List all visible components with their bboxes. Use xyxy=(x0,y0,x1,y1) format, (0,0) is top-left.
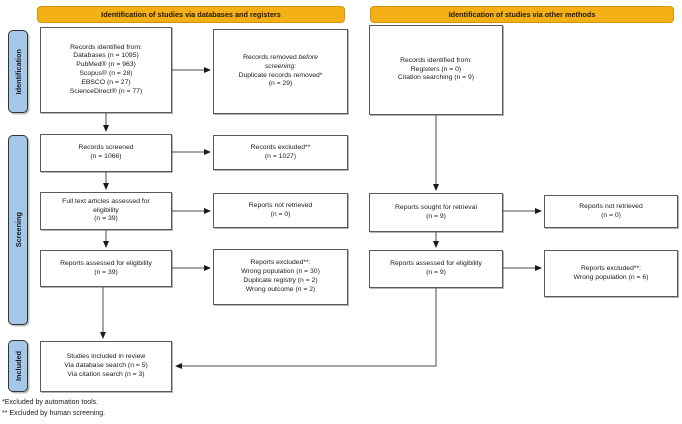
box-records-screened-text: Records screened (n = 1066) xyxy=(78,144,134,160)
box-records-excluded: Records excluded** (n = 1027) xyxy=(213,135,348,170)
box-reports-assessed-databases: Reports assessed for eligibility (n = 39… xyxy=(40,250,172,287)
stage-bar-screening: Screening xyxy=(8,135,28,325)
stage-bar-identification: Identification xyxy=(8,30,28,113)
records-removed-suffix: : Duplicate records removed* (n = 29) xyxy=(238,62,323,88)
box-reports-assessed-databases-text: Reports assessed for eligibility (n = 39… xyxy=(60,259,152,276)
box-reports-excluded-other: Reports excluded**: Wrong population (n … xyxy=(544,250,678,297)
footnotes: *Excluded by automation tools. ** Exclud… xyxy=(2,399,106,417)
box-records-removed-text: Records removed before screening: Duplic… xyxy=(239,54,323,89)
stage-bar-included: Included xyxy=(8,340,28,392)
box-reports-excluded-databases-text: Reports excluded**: Wrong population (n … xyxy=(241,259,320,293)
box-records-identified-databases: Records identified from: Databases (n = … xyxy=(40,27,172,113)
header-other-methods: Identification of studies via other meth… xyxy=(370,6,674,23)
box-reports-assessed-other-text: Reports assessed for eligibility (n = 9) xyxy=(390,260,482,276)
header-databases-registers: Identification of studies via databases … xyxy=(37,6,345,23)
box-studies-included: Studies included in review Via database … xyxy=(40,341,172,392)
box-reports-assessed-other: Reports assessed for eligibility (n = 9) xyxy=(369,250,503,288)
box-records-removed: Records removed before screening: Duplic… xyxy=(213,29,348,114)
box-records-screened: Records screened (n = 1066) xyxy=(40,134,172,172)
box-reports-not-retrieved-other: Reports not retrieved (n = 0) xyxy=(544,195,678,228)
records-removed-prefix: Records removed xyxy=(243,53,299,61)
stage-bar-screening-label: Screening xyxy=(13,212,23,248)
box-reports-excluded-other-text: Reports excluded**: Wrong population (n … xyxy=(573,264,649,281)
header-databases-registers-label: Identification of studies via databases … xyxy=(101,10,281,19)
box-reports-not-retrieved-other-text: Reports not retrieved (n = 0) xyxy=(579,202,643,219)
box-studies-included-text: Studies included in review Via database … xyxy=(64,353,148,378)
stage-bar-identification-label: Identification xyxy=(13,48,23,95)
box-records-identified-other: Records identified from: Registers (n = … xyxy=(369,25,503,115)
stage-bar-included-label: Included xyxy=(13,351,23,381)
box-reports-not-retrieved-databases-text: Reports not retrieved (n = 0) xyxy=(248,201,313,218)
box-records-identified-other-text: Records identified from: Registers (n = … xyxy=(397,56,475,82)
header-other-methods-label: Identification of studies via other meth… xyxy=(448,10,596,19)
box-fulltext-assessed: Full text articles assessed for eligibil… xyxy=(40,192,172,230)
box-reports-not-retrieved-databases: Reports not retrieved (n = 0) xyxy=(213,193,348,228)
box-reports-sought-other: Reports sought for retrieval (n = 9) xyxy=(369,193,503,232)
box-records-excluded-text: Records excluded** (n = 1027) xyxy=(250,143,311,160)
box-records-identified-databases-text: Records identified from: Databases (n = … xyxy=(69,43,143,95)
box-reports-excluded-databases: Reports excluded**: Wrong population (n … xyxy=(213,249,348,305)
box-fulltext-assessed-text: Full text articles assessed for eligibil… xyxy=(62,197,150,223)
box-reports-sought-other-text: Reports sought for retrieval (n = 9) xyxy=(395,203,477,220)
records-removed-italic: before screening xyxy=(264,53,318,70)
